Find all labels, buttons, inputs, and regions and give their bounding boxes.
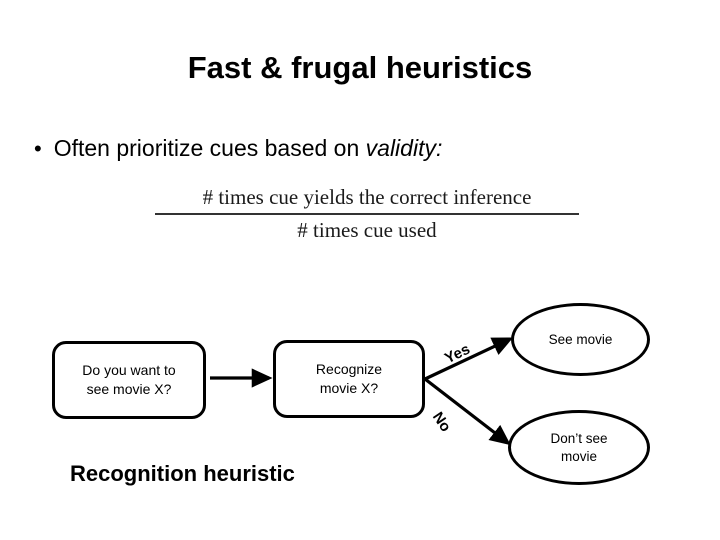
flow-node-label: Don’t see movie (550, 430, 607, 466)
flow-node-label-line2: movie X? (319, 380, 379, 396)
flow-node-see-movie[interactable]: See movie (511, 303, 650, 376)
flow-node-label-line2: see movie X? (86, 381, 172, 397)
flow-node-label-line1: Recognize (315, 361, 383, 377)
page-title: Fast & frugal heuristics (187, 50, 533, 85)
edge-recognize-to-dont-see-movie (424, 377, 511, 446)
flow-node-recognize-movie[interactable]: Recognize movie X? (273, 340, 425, 418)
flow-node-do-you-want-to-see-movie[interactable]: Do you want to see movie X? (52, 341, 206, 419)
flow-node-label: Do you want to see movie X? (82, 361, 175, 399)
edge-recognize-to-see-movie (424, 337, 514, 381)
flowchart-caption: Recognition heuristic (70, 461, 295, 486)
flow-node-dont-see-movie[interactable]: Don’t see movie (508, 410, 650, 485)
flow-node-label: Recognize movie X? (316, 360, 382, 398)
bullet-item: • Often prioritize cues based on validit… (34, 133, 674, 164)
bullet-text-emphasis: validity: (365, 135, 443, 161)
flow-node-label-line1: Don’t see (550, 430, 608, 446)
flow-node-label: See movie (548, 331, 613, 347)
flow-node-label-line1: Do you want to (82, 362, 176, 378)
formula-denominator: # times cue used (297, 218, 437, 242)
formula-fraction-bar (155, 213, 579, 215)
formula-numerator: # times cue yields the correct inference (202, 185, 532, 209)
bullet-text: Often prioritize cues based on validity: (54, 133, 443, 163)
validity-formula: # times cue yields the correct inference… (155, 184, 579, 244)
flow-node-label-line2: movie (560, 448, 597, 464)
bullet-marker-icon: • (34, 136, 42, 161)
bullet-text-lead: Often prioritize cues based on (53, 135, 366, 161)
